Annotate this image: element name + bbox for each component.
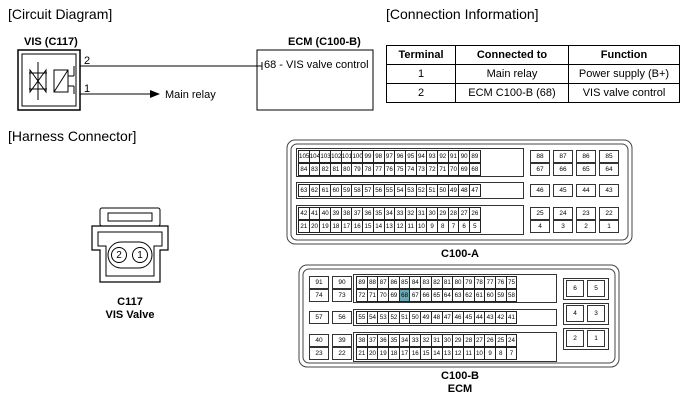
pin: 39	[332, 334, 352, 347]
table-row: 1 Main relay Power supply (B+)	[386, 64, 680, 84]
table-row: 2 ECM C100-B (68) VIS valve control	[386, 83, 680, 103]
pin: 1	[599, 220, 619, 233]
pin: 22	[332, 347, 352, 360]
wire-pin-2: 2	[84, 55, 91, 67]
main-relay-label: Main relay	[165, 89, 216, 101]
c117-pin-2: 2	[116, 250, 122, 261]
circuit-diagram-heading: [Circuit Diagram]	[8, 6, 113, 22]
pin: 87	[553, 150, 573, 163]
col-function: Function	[568, 45, 680, 65]
pin: 73	[332, 289, 352, 302]
ecm-title: ECM (C100-B)	[288, 36, 361, 48]
pin: 44	[576, 184, 596, 197]
connection-table: Terminal Connected to Function 1 Main re…	[386, 45, 680, 103]
pin: 57	[309, 311, 329, 324]
pin: 2	[576, 220, 596, 233]
pin: 1	[587, 330, 605, 347]
pin: 88	[530, 150, 550, 163]
pin: 5	[587, 280, 605, 297]
c100b-label: C100-B	[441, 370, 479, 382]
harness-connector-heading: [Harness Connector]	[8, 128, 137, 144]
pin: 2	[566, 330, 584, 347]
pin: 3	[587, 305, 605, 322]
pin: 3	[553, 220, 573, 233]
pin: 74	[309, 289, 329, 302]
arrow-right-icon	[150, 90, 160, 98]
pin: 23	[309, 347, 329, 360]
col-connected-to: Connected to	[455, 45, 569, 65]
c100b-sublabel: ECM	[447, 383, 473, 395]
connection-info-heading: [Connection Information]	[386, 6, 539, 22]
c117-name: C117	[117, 296, 143, 308]
pin-group-frame	[353, 332, 557, 362]
pin-group-frame	[296, 205, 524, 235]
solenoid-icon	[29, 62, 75, 100]
pin: 22	[599, 207, 619, 220]
pin: 40	[309, 334, 329, 347]
pin-group-frame	[296, 182, 524, 199]
pin: 66	[553, 163, 573, 176]
pin: 25	[530, 207, 550, 220]
pin: 89	[469, 150, 481, 163]
pin: 67	[530, 163, 550, 176]
pin-group-frame	[353, 274, 557, 303]
table-cell: Power supply (B+)	[568, 64, 680, 84]
pin: 43	[599, 184, 619, 197]
pin: 47	[469, 184, 481, 197]
pin: 85	[599, 150, 619, 163]
pin-group-frame	[296, 148, 524, 177]
c117-connector-icon	[91, 207, 169, 283]
table-cell: 1	[386, 64, 456, 84]
pin: 64	[599, 163, 619, 176]
wire-pin-1: 1	[84, 83, 91, 95]
pin: 7	[505, 347, 518, 360]
pin: 58	[505, 289, 518, 302]
col-terminal: Terminal	[386, 45, 456, 65]
pin: 41	[505, 311, 518, 324]
pin: 4	[566, 305, 584, 322]
pin: 68	[469, 163, 481, 176]
pin: 45	[553, 184, 573, 197]
pin: 56	[332, 311, 352, 324]
pin: 24	[505, 334, 518, 347]
table-header-row: Terminal Connected to Function	[386, 45, 680, 65]
pin-group-frame	[563, 278, 609, 300]
pin: 91	[309, 276, 329, 289]
vis-title: VIS (C117)	[24, 36, 78, 48]
pin: 23	[576, 207, 596, 220]
pin: 65	[576, 163, 596, 176]
ecm-pin-label: 68 - VIS valve control	[264, 59, 369, 71]
pin: 6	[566, 280, 584, 297]
pin: 46	[530, 184, 550, 197]
pin: 75	[505, 276, 518, 289]
table-cell: 2	[386, 83, 456, 103]
c117-pin-1: 1	[137, 250, 143, 261]
c100a-label: C100-A	[441, 248, 479, 260]
pin-group-frame	[563, 328, 609, 350]
pin: 5	[469, 220, 481, 233]
pin: 4	[530, 220, 550, 233]
pin: 24	[553, 207, 573, 220]
table-cell: ECM C100-B (68)	[455, 83, 569, 103]
c117-desc: VIS Valve	[105, 309, 155, 321]
pin: 90	[332, 276, 352, 289]
table-cell: VIS valve control	[568, 83, 680, 103]
table-cell: Main relay	[455, 64, 569, 84]
pin-group-frame	[353, 309, 557, 326]
pin-group-frame	[563, 303, 609, 325]
pin: 26	[469, 207, 481, 220]
pin: 86	[576, 150, 596, 163]
